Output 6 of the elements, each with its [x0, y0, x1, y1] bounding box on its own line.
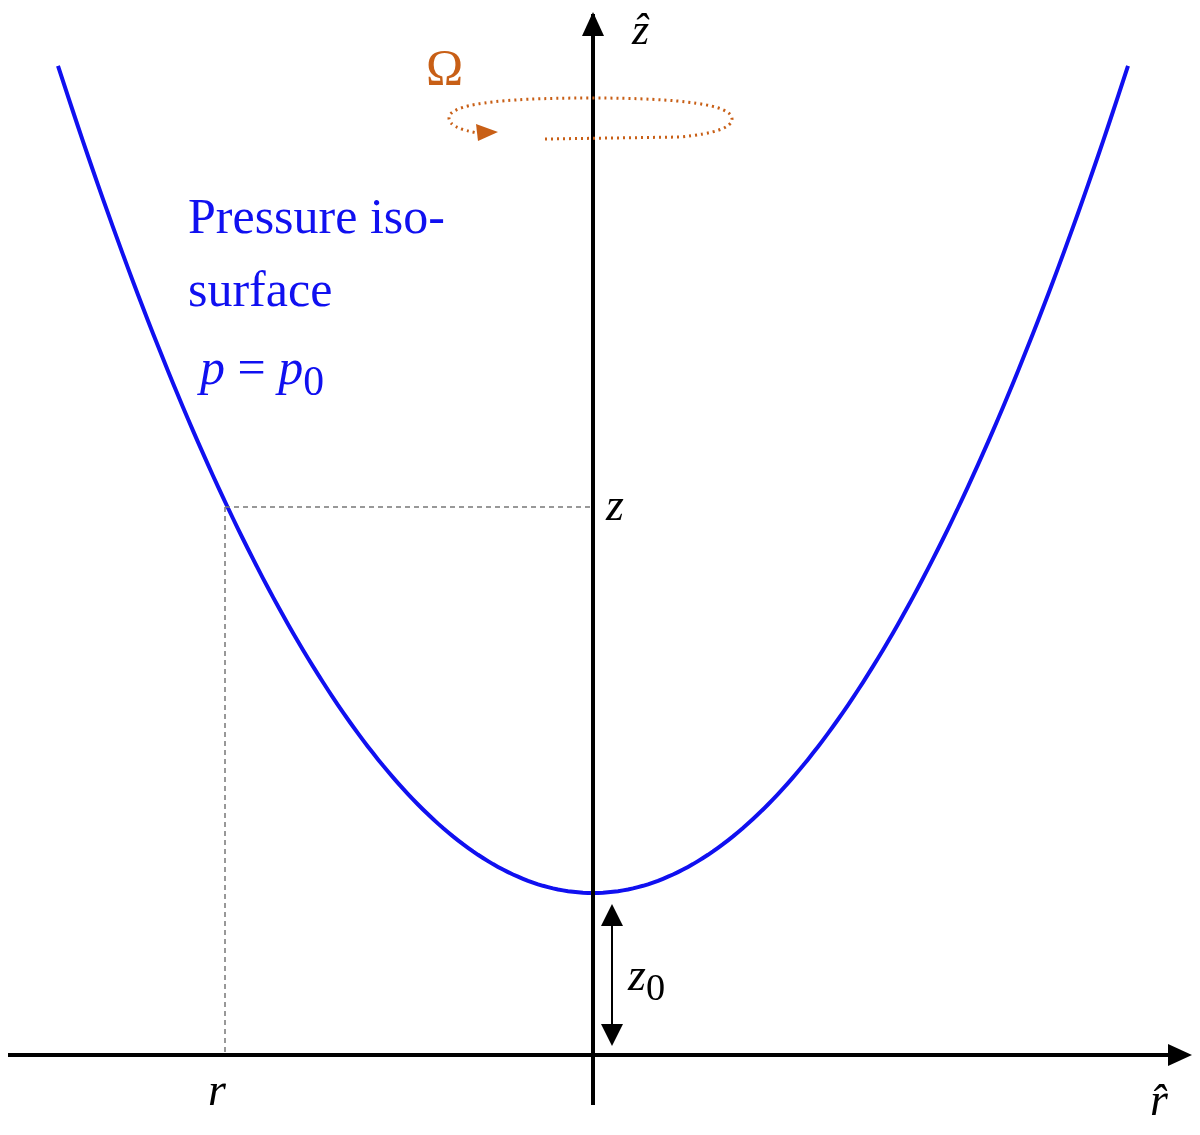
angular-velocity-label: Ω	[426, 40, 464, 95]
axis-label: ẑ	[632, 6, 650, 55]
height-label: z	[606, 480, 624, 531]
axis-label: r̂	[1150, 1075, 1168, 1126]
offset-label: z$_{0}$	[628, 950, 666, 1009]
radius-label: r	[208, 1065, 226, 1116]
